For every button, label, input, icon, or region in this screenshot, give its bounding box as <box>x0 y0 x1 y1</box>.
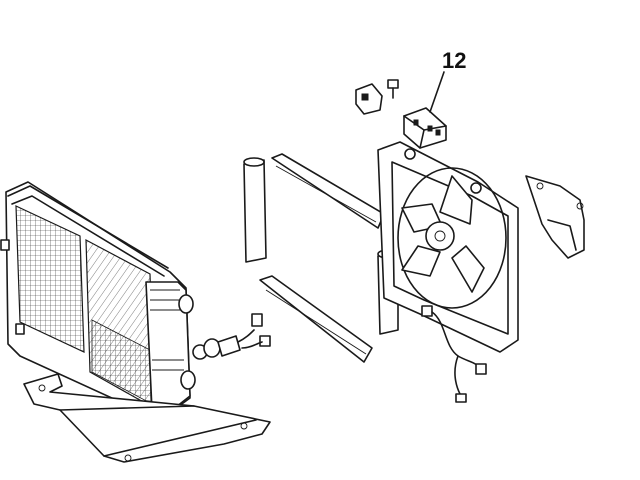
fan-resistor <box>403 107 447 149</box>
foam-seal-bottom-bar <box>259 275 373 363</box>
fixing-screw <box>387 79 399 99</box>
cooling-fan <box>401 175 485 293</box>
leader-line <box>429 71 445 113</box>
lower-shield <box>23 373 271 463</box>
foam-seal-vertical-left <box>243 157 267 263</box>
foam-seal-top-bar <box>271 153 385 229</box>
resistor-clip <box>355 83 383 115</box>
side-bracket <box>525 175 585 259</box>
callout-label: 12 <box>442 48 466 73</box>
temperature-switch <box>192 313 271 360</box>
callout-12: 12 <box>429 48 466 113</box>
radiator <box>0 181 196 421</box>
fan-wiring-harness <box>421 305 487 403</box>
